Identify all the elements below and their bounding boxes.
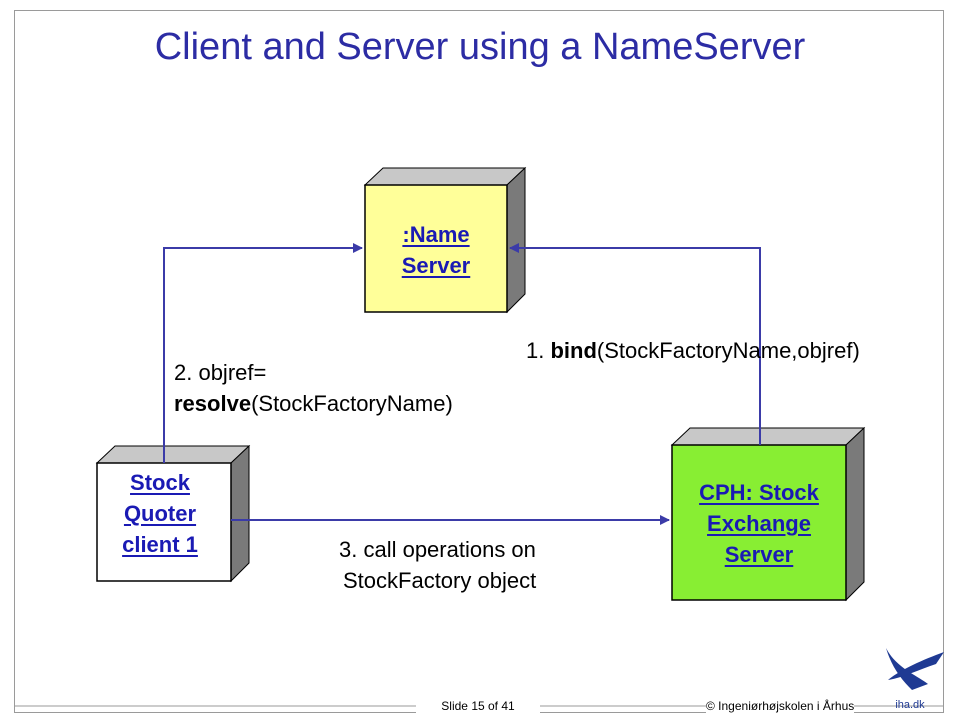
client-label-line2: Quoter <box>123 501 197 526</box>
exchange-side-face <box>845 426 865 602</box>
resolve-line1: 2. objref= <box>174 360 267 385</box>
iha-logo <box>868 636 944 696</box>
name-server-top-face <box>363 167 527 186</box>
client-node <box>95 444 251 583</box>
resolve-message: 2. objref= resolve(StockFactoryName) <box>174 357 453 419</box>
slide-title: Client and Server using a NameServer <box>154 26 806 68</box>
name-server-label: :Name Server <box>365 219 507 281</box>
resolve-arguments: (StockFactoryName) <box>251 391 453 416</box>
resolve-line2: resolve(StockFactoryName) <box>174 388 453 419</box>
slide-number: Slide 15 of 41 <box>416 699 540 713</box>
logo-bird-icon <box>886 648 928 690</box>
exchange-node <box>670 426 866 602</box>
resolve-arrow <box>163 243 363 463</box>
bind-arguments: (StockFactoryName,objref) <box>596 338 860 363</box>
name-server-side-face <box>506 166 526 314</box>
exchange-label: CPH: Stock Exchange Server <box>672 477 846 570</box>
name-server-node <box>363 166 527 314</box>
exchange-top-face <box>670 427 866 446</box>
bind-number: 1. <box>526 338 545 363</box>
client-side-face <box>230 444 250 583</box>
client-front-face <box>96 462 232 582</box>
call-message: 3. call operations on StockFactory objec… <box>339 534 536 596</box>
client-label-line3: client 1 <box>122 532 198 557</box>
logo-text: iha.dk <box>895 699 925 711</box>
exchange-front-face <box>671 444 847 601</box>
bind-message: 1. bind(StockFactoryName,objref) <box>526 335 860 366</box>
name-server-front-face <box>364 184 508 313</box>
exchange-label-line3: Server <box>724 542 794 567</box>
call-line1: 3. call operations on <box>339 537 536 562</box>
client-label-line1: Stock <box>130 470 190 495</box>
client-label: Stock Quoter client 1 <box>97 467 223 560</box>
name-server-label-line2: Server <box>401 253 471 278</box>
bind-operation: bind <box>550 338 597 363</box>
exchange-label-line2: Exchange <box>707 511 811 536</box>
copyright: © Ingeniørhøjskolen i Århus <box>706 699 855 713</box>
bind-arrow <box>509 243 761 445</box>
name-server-label-line1: :Name <box>402 222 470 247</box>
resolve-operation: resolve <box>174 391 252 416</box>
call-line2: StockFactory object <box>343 568 537 593</box>
exchange-label-line1: CPH: Stock <box>699 480 819 505</box>
client-top-face <box>95 445 251 464</box>
